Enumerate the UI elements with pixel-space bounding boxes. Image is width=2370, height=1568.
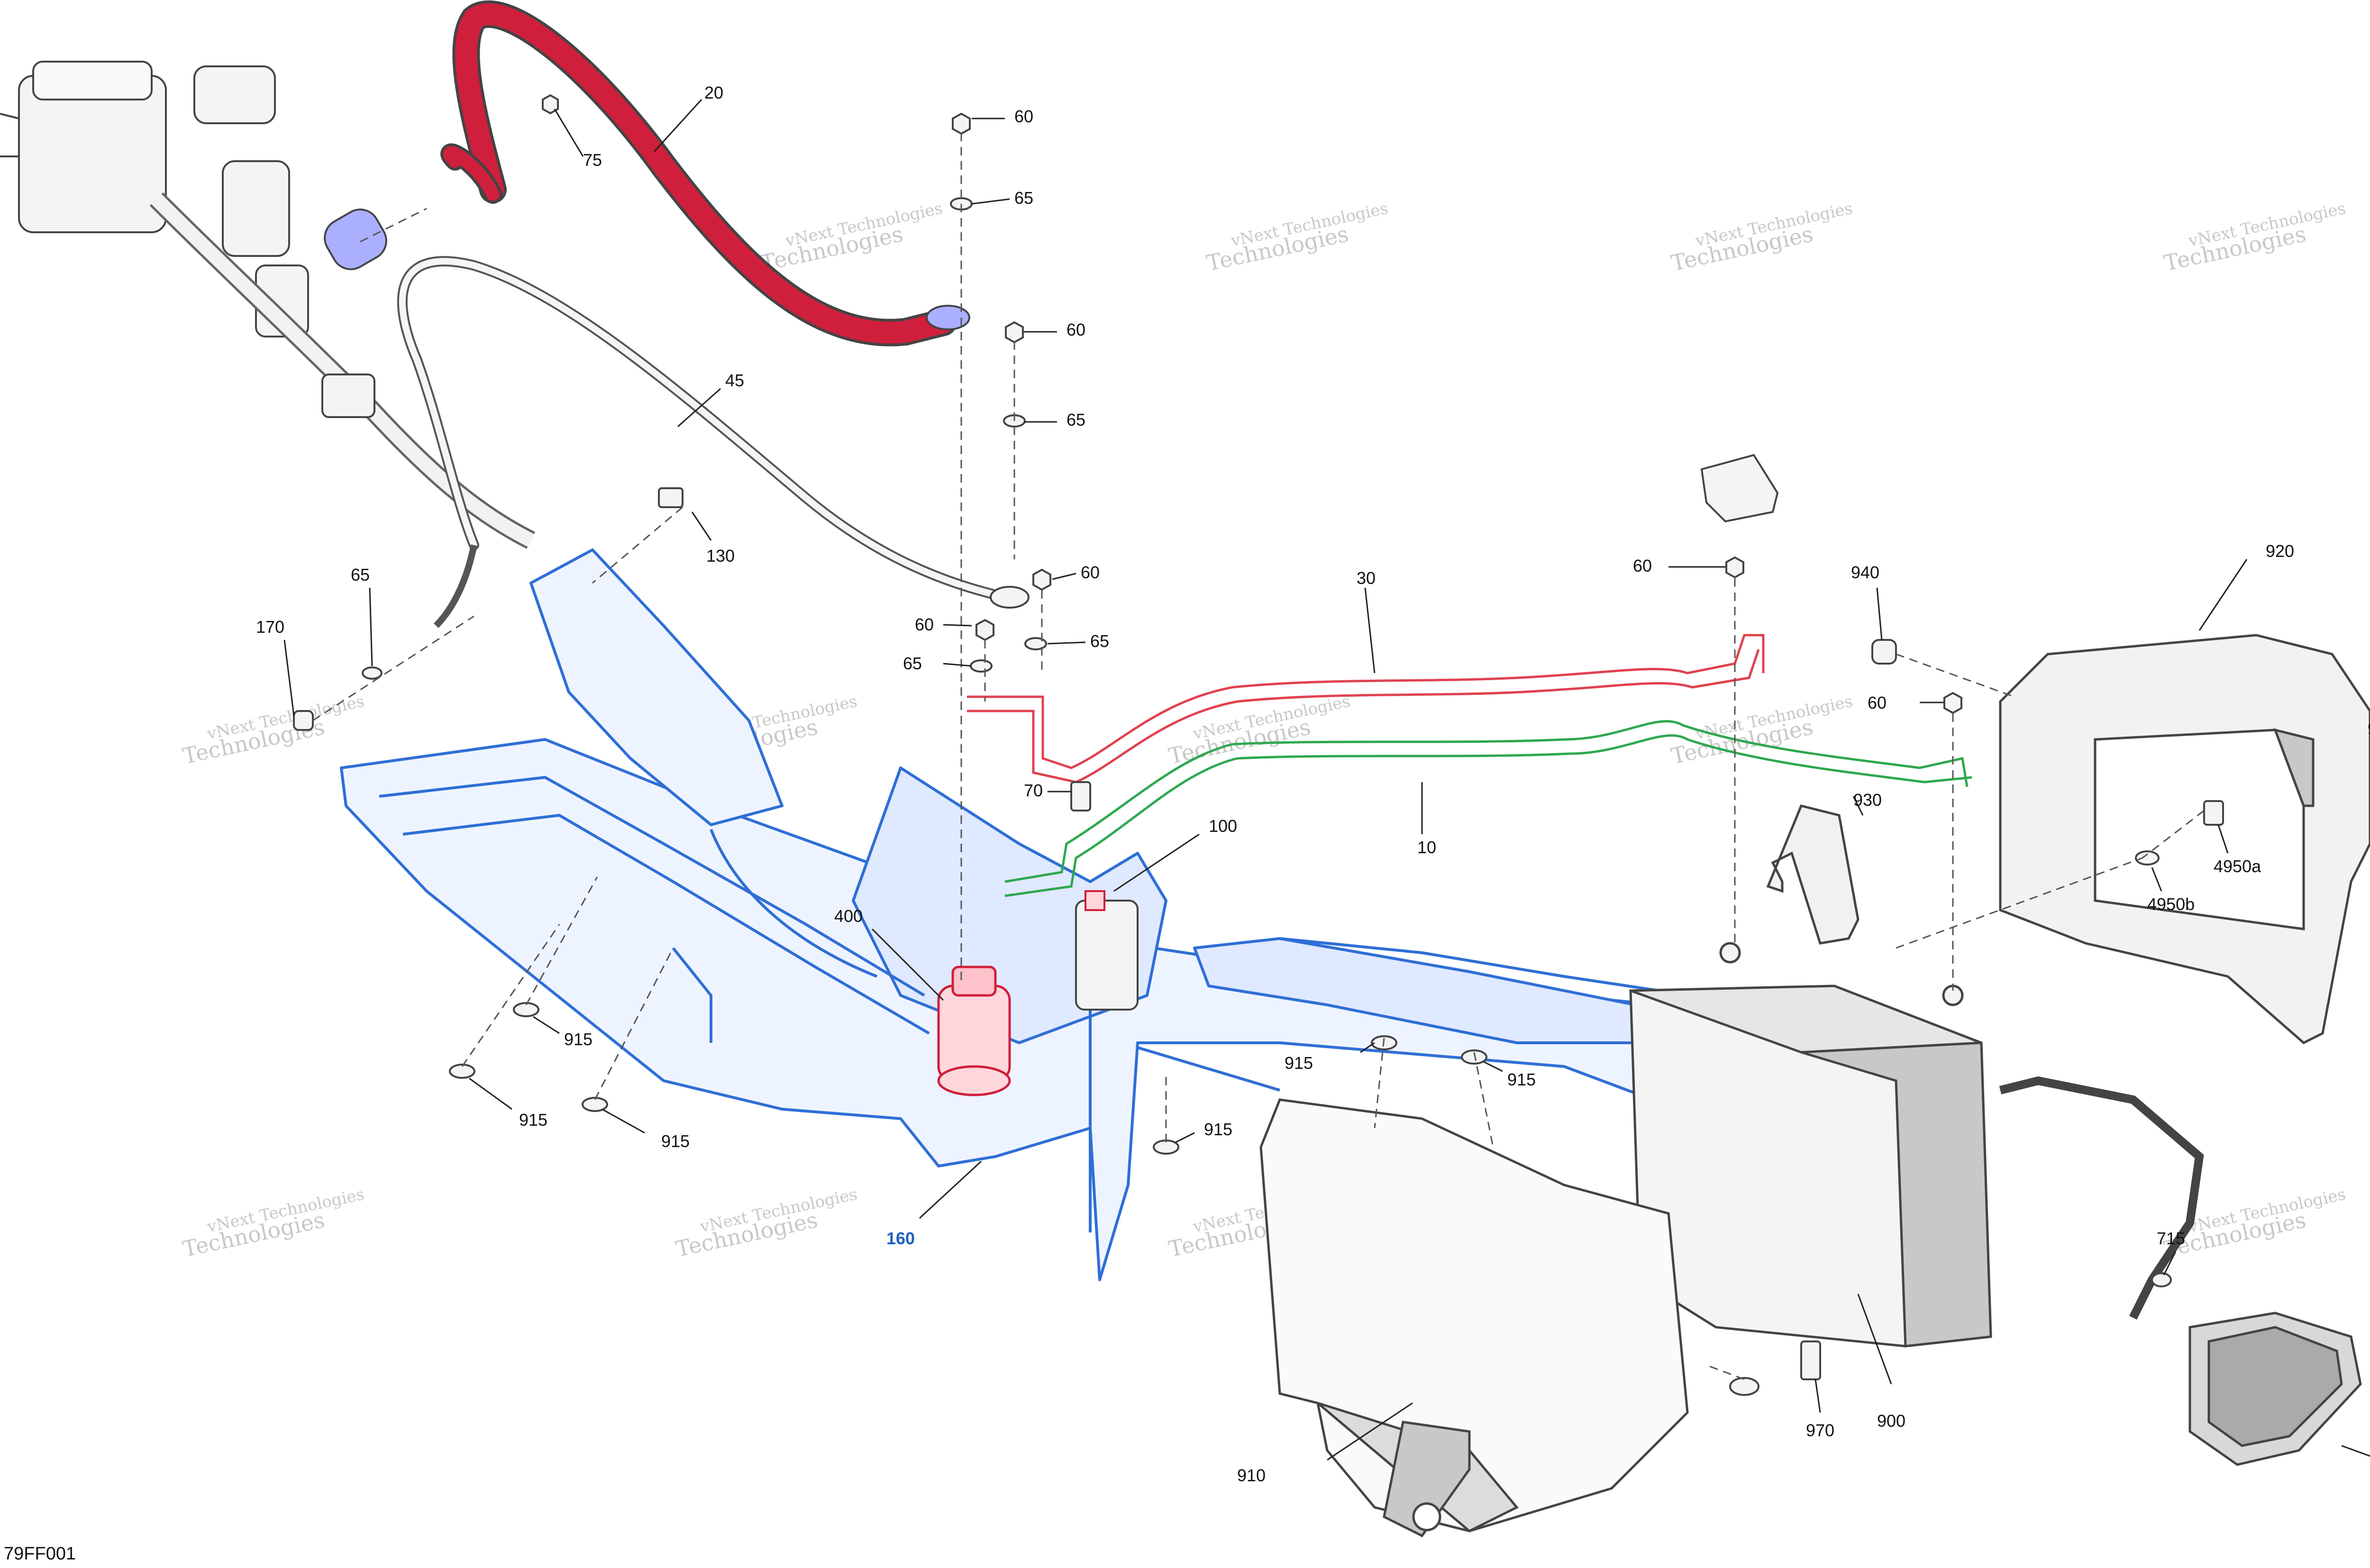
callout-930: 930: [1853, 790, 1882, 810]
battery-tray-910: [1259, 1098, 1689, 1538]
positive-bus-30: [967, 634, 1765, 784]
callout-915: 915: [661, 1131, 690, 1151]
battery-900: [1629, 942, 1992, 1348]
callout-915: 915: [519, 1110, 547, 1130]
washer-65: [970, 659, 993, 673]
push-rivet-940: [1871, 639, 1897, 665]
wiring-harness: [0, 61, 535, 549]
callout-915: 915: [1285, 1053, 1313, 1073]
nut-60: [1032, 568, 1051, 591]
callout-65: 65: [1090, 631, 1109, 651]
callout-60: 60: [915, 615, 934, 634]
terminal-boot: [1700, 454, 1779, 523]
harness-connector: [222, 160, 290, 257]
callout-940: 940: [1851, 563, 1879, 582]
callouts: 20 75 45 60 65 60 65 60 60 65 65 60 60 3…: [256, 83, 2370, 1485]
nut-75: [542, 94, 559, 115]
callout-715: 715: [2157, 1229, 2185, 1248]
bolt-170: [293, 710, 314, 731]
callout-4950b: 4950b: [2147, 894, 2195, 914]
rivet-915: [1153, 1140, 1179, 1155]
callout-70: 70: [1024, 781, 1043, 800]
clip-130: [658, 487, 684, 508]
relay-100: [1075, 890, 1139, 1011]
battery-cover-920: [1999, 634, 2370, 1044]
rivet-915: [1461, 1049, 1487, 1065]
battery-strap-930: [1766, 804, 1860, 945]
rivet-915: [449, 1064, 475, 1079]
callout-920: 920: [2266, 541, 2294, 561]
callout-970: 970: [1806, 1421, 1834, 1440]
callout-60: 60: [1066, 320, 1085, 339]
negative-bus-10: [1004, 720, 1972, 897]
callout-75: 75: [583, 150, 602, 170]
callout-65: 65: [351, 565, 370, 584]
callout-60: 60: [1014, 107, 1033, 126]
rivet-915: [582, 1097, 608, 1112]
callout-60: 60: [1081, 563, 1100, 582]
nut-60: [1725, 556, 1744, 579]
taillight-710: [1999, 1076, 2362, 1466]
harness-connector: [193, 65, 276, 124]
negative-cable-45: [397, 256, 1030, 628]
leader-lines: [283, 99, 2370, 1461]
callout-65: 65: [1014, 188, 1033, 208]
nut-970: [1729, 1377, 1759, 1396]
hardware-group: [293, 94, 2224, 1396]
callout-170: 170: [256, 617, 284, 637]
assembly-lines: [312, 133, 2205, 1380]
figure-code: 79FF001: [4, 1544, 76, 1564]
washer-65: [1024, 637, 1047, 650]
ring-terminal: [926, 305, 970, 330]
callout-915: 915: [564, 1030, 592, 1049]
callout-20: 20: [704, 83, 723, 102]
callout-910: 910: [1237, 1466, 1266, 1485]
solenoid-400: [937, 966, 1011, 1096]
battery-terminal: [1719, 942, 1741, 964]
relay-box-lid: [32, 61, 153, 100]
terminal-cap: [324, 209, 387, 270]
callout-130: 130: [706, 546, 735, 565]
callout-60: 60: [1633, 556, 1652, 575]
washer-65: [362, 666, 383, 680]
washer-4950b: [2135, 850, 2160, 866]
bolt-70: [1070, 781, 1091, 811]
harness-connector: [321, 374, 375, 418]
callout-45: 45: [725, 371, 744, 390]
callout-4950a: 4950a: [2214, 857, 2261, 876]
bolt-4950a: [2203, 800, 2224, 826]
callout-65: 65: [903, 654, 922, 673]
positive-cable-20: [440, 0, 970, 346]
callout-10: 10: [1417, 838, 1436, 857]
rivet-915: [513, 1002, 539, 1017]
nut-60: [1943, 692, 1962, 714]
callout-915: 915: [1507, 1070, 1536, 1089]
ring-terminal: [990, 586, 1030, 609]
callout-100: 100: [1209, 816, 1237, 836]
callout-30: 30: [1357, 568, 1376, 588]
callout-900: 900: [1877, 1411, 1905, 1431]
callout-60: 60: [1868, 693, 1887, 712]
nut-60: [975, 619, 994, 641]
harness-stub: [0, 113, 19, 157]
nut-715: [2151, 1272, 2172, 1287]
nut-60: [1005, 321, 1024, 344]
bolt-970: [1800, 1340, 1821, 1380]
callout-160: 160: [886, 1229, 915, 1248]
callout-915: 915: [1204, 1120, 1232, 1139]
callout-400: 400: [834, 906, 863, 926]
callout-940: 940: [2368, 719, 2370, 738]
callout-65: 65: [1066, 410, 1085, 429]
nut-60: [952, 112, 971, 135]
